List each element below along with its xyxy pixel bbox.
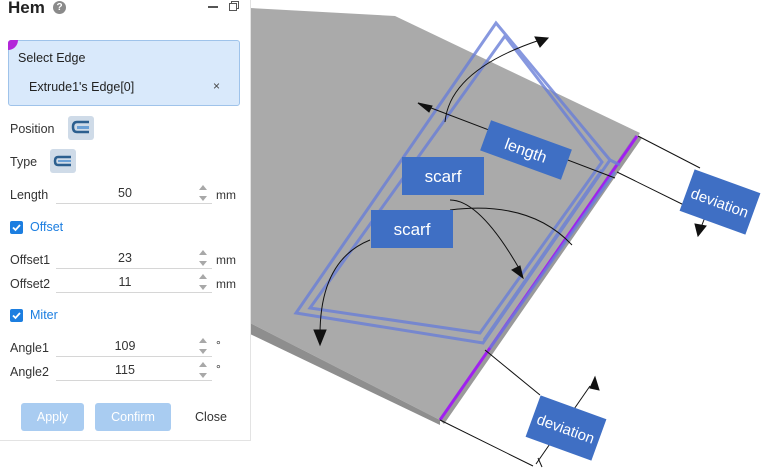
length-label: Length xyxy=(10,188,49,202)
confirm-button[interactable]: Confirm xyxy=(95,403,171,431)
angle2-input[interactable]: 115 xyxy=(56,361,212,381)
scarf-label-1[interactable]: scarf xyxy=(402,157,484,195)
restore-window-icon[interactable] xyxy=(229,1,239,11)
offset-checkbox[interactable] xyxy=(10,221,23,234)
length-value: 50 xyxy=(118,186,132,200)
offset2-input[interactable]: 11 xyxy=(56,273,212,293)
hem-type-icon xyxy=(53,155,71,167)
apply-button[interactable]: Apply xyxy=(21,403,84,431)
offset1-input[interactable]: 23 xyxy=(56,249,212,269)
length-input[interactable]: 50 xyxy=(56,184,212,204)
type-label: Type xyxy=(10,155,38,169)
offset2-label: Offset2 xyxy=(10,277,51,291)
miter-checkbox[interactable] xyxy=(10,309,23,322)
offset-label[interactable]: Offset xyxy=(30,220,64,234)
position-button[interactable] xyxy=(68,116,94,140)
angle2-label: Angle2 xyxy=(10,365,49,379)
miter-label[interactable]: Miter xyxy=(30,308,58,322)
angle1-input[interactable]: 109 xyxy=(56,337,212,357)
select-edge-label: Select Edge xyxy=(18,51,86,65)
type-button[interactable] xyxy=(50,149,76,173)
panel-title: Hem xyxy=(8,0,45,17)
offset1-value: 23 xyxy=(118,251,132,265)
length-label[interactable]: length xyxy=(480,120,572,180)
question-circle-icon[interactable]: ? xyxy=(53,1,66,14)
offset2-stepper[interactable] xyxy=(198,273,208,292)
offset1-unit: mm xyxy=(216,253,236,267)
clear-selection-icon[interactable]: × xyxy=(213,79,221,93)
scarf-label-2-text: scarf xyxy=(394,220,431,239)
selected-edge-value: Extrude1's Edge[0] xyxy=(29,80,135,94)
scarf-label-2[interactable]: scarf xyxy=(371,210,453,248)
offset1-label: Offset1 xyxy=(10,253,51,267)
minimize-icon[interactable] xyxy=(208,6,218,8)
position-label: Position xyxy=(10,122,55,136)
angle1-label: Angle1 xyxy=(10,341,49,355)
angle1-stepper[interactable] xyxy=(198,337,208,356)
hem-position-icon xyxy=(71,120,89,134)
length-stepper[interactable] xyxy=(198,184,208,203)
angle2-value: 115 xyxy=(115,363,135,377)
model-canvas[interactable]: length scarf scarf deviation deviation xyxy=(250,0,778,468)
deviation-label-2[interactable]: deviation xyxy=(525,395,607,461)
length-unit: mm xyxy=(216,188,236,202)
offset2-unit: mm xyxy=(216,277,236,291)
active-indicator xyxy=(8,40,18,50)
angle1-unit: ° xyxy=(216,338,221,352)
angle1-value: 109 xyxy=(114,339,136,353)
select-edge-box[interactable]: Select Edge Extrude1's Edge[0] × xyxy=(8,40,240,106)
deviation-label-1[interactable]: deviation xyxy=(679,169,761,235)
close-button[interactable]: Close xyxy=(195,410,227,424)
angle2-unit: ° xyxy=(216,362,221,376)
scarf-label-1-text: scarf xyxy=(425,167,462,186)
offset2-value: 11 xyxy=(118,275,132,289)
3d-viewport[interactable]: length scarf scarf deviation deviation xyxy=(250,0,778,468)
dimension-lines xyxy=(313,36,708,468)
angle2-stepper[interactable] xyxy=(198,361,208,380)
hem-property-panel: Hem ? Select Edge Extrude1's Edge[0] × P… xyxy=(0,0,251,441)
offset1-stepper[interactable] xyxy=(198,249,208,268)
sheet-thickness-edge xyxy=(250,323,440,425)
